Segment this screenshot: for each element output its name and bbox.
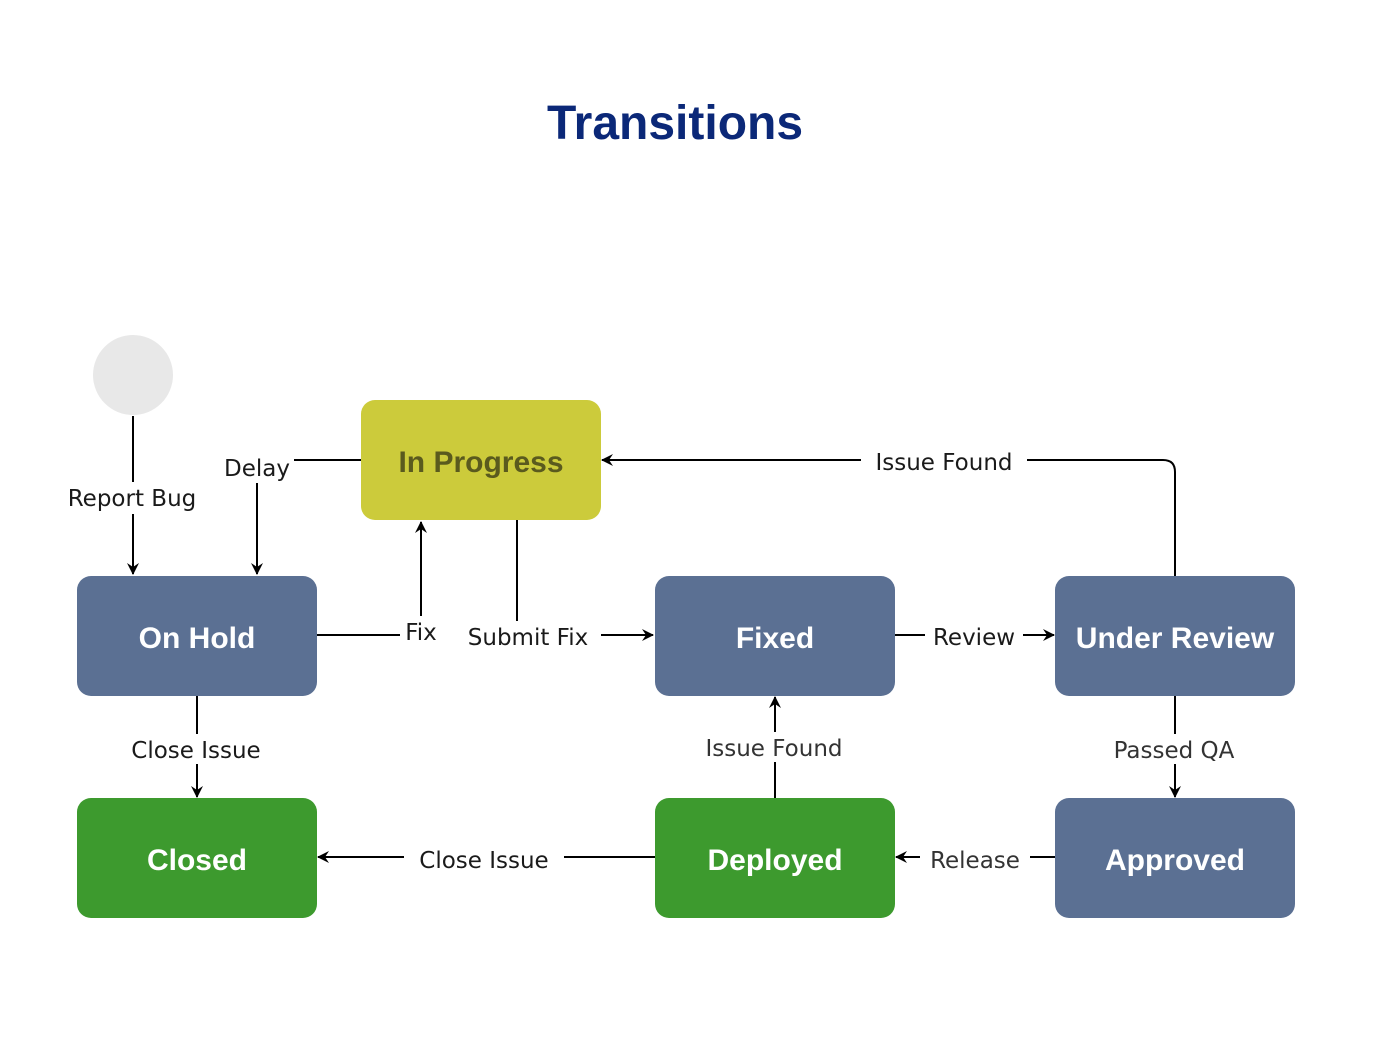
label-delay: Delay	[224, 456, 290, 482]
start-node	[93, 335, 173, 415]
edge-issue-found-review	[601, 454, 1176, 577]
page-title: Transitions	[546, 97, 804, 150]
state-deployed[interactable]: Deployed	[655, 798, 895, 918]
state-under-review[interactable]: Under Review	[1055, 576, 1295, 696]
label-close-issue-deployed: Close Issue	[419, 848, 548, 874]
state-in-progress[interactable]: In Progress	[361, 400, 601, 520]
edge-submit-fix	[516, 518, 654, 641]
state-closed-label: Closed	[147, 844, 247, 877]
label-fix: Fix	[405, 620, 437, 646]
state-in-progress-label: In Progress	[398, 446, 563, 479]
label-issue-found-deployed: Issue Found	[705, 736, 842, 762]
state-approved[interactable]: Approved	[1055, 798, 1295, 918]
state-on-hold-label: On Hold	[139, 622, 256, 655]
state-fixed[interactable]: Fixed	[655, 576, 895, 696]
state-closed[interactable]: Closed	[77, 798, 317, 918]
label-submit-fix: Submit Fix	[468, 625, 588, 651]
label-passed-qa: Passed QA	[1114, 738, 1235, 764]
state-fixed-label: Fixed	[736, 622, 814, 655]
label-report-bug: Report Bug	[68, 486, 197, 512]
state-deployed-label: Deployed	[707, 844, 842, 877]
label-review: Review	[933, 625, 1015, 651]
label-issue-found-review: Issue Found	[875, 450, 1012, 476]
state-approved-label: Approved	[1105, 844, 1245, 877]
state-on-hold[interactable]: On Hold	[77, 576, 317, 696]
label-release: Release	[930, 848, 1020, 874]
label-close-issue-hold: Close Issue	[131, 738, 260, 764]
state-under-review-label: Under Review	[1076, 622, 1275, 655]
